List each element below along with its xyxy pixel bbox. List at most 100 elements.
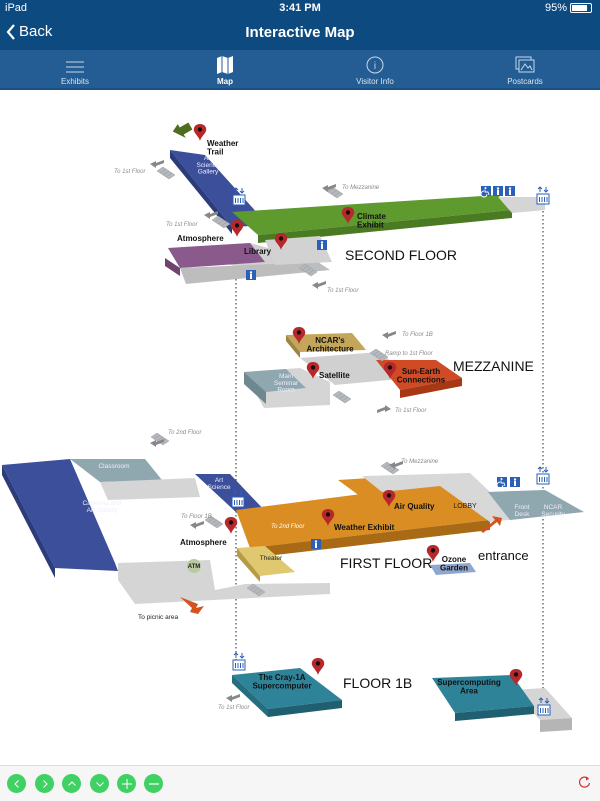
- zoom-in-button[interactable]: [117, 774, 136, 793]
- floor-label-1b: FLOOR 1B: [343, 675, 412, 691]
- back-button[interactable]: Back: [6, 23, 52, 40]
- label-line: Front: [514, 504, 529, 511]
- direction-label: To Floor 1B: [402, 332, 433, 338]
- ozone-garden[interactable]: [430, 563, 476, 575]
- stairs-icon: [156, 166, 176, 180]
- restroom-icon: [246, 270, 256, 280]
- chevron-up-icon: [67, 780, 76, 786]
- device-label: iPad: [5, 2, 28, 14]
- svg-text:Library: Library: [244, 247, 272, 256]
- battery-indicator: 95%: [545, 2, 592, 14]
- direction-label: To 1st Floor: [218, 705, 250, 711]
- room-side: [400, 378, 462, 398]
- atm-icon: [187, 559, 201, 573]
- label-line: Ozone: [442, 555, 467, 564]
- direction-label: To 1st Floor: [395, 408, 427, 414]
- svg-text:Atmosphere: Atmosphere: [177, 234, 224, 243]
- supercomputing-room[interactable]: [432, 675, 534, 713]
- chevron-right-icon: [42, 779, 48, 788]
- battery-icon: [570, 3, 592, 13]
- library-room[interactable]: [168, 243, 265, 268]
- back-label: Back: [19, 23, 53, 40]
- room-side: [286, 335, 300, 358]
- svg-text:Weather Exhibit: Weather Exhibit: [334, 523, 395, 532]
- pan-down-button[interactable]: [90, 774, 109, 793]
- sun-earth-room[interactable]: [376, 360, 462, 390]
- tab-label: Map: [217, 77, 233, 86]
- theater-room[interactable]: [237, 546, 295, 576]
- art-science-room[interactable]: [195, 474, 268, 514]
- svg-text:i: i: [374, 61, 376, 72]
- exhibit-pin-air-quality[interactable]: Air Quality: [382, 490, 435, 511]
- climate-exhibit-room[interactable]: [232, 195, 512, 235]
- status-bar: iPad 3:41 PM 95%: [0, 0, 600, 16]
- exhibit-pin-library[interactable]: Library: [244, 233, 288, 256]
- accessible-icon: [496, 476, 508, 489]
- zoom-out-button[interactable]: [144, 774, 163, 793]
- corridor: [498, 197, 545, 213]
- tab-postcards[interactable]: Postcards: [450, 50, 600, 88]
- corridor-side: [540, 718, 572, 732]
- direction-label: To 1st Floor: [166, 222, 198, 228]
- refresh-button[interactable]: [578, 775, 592, 794]
- room-side: [268, 700, 342, 717]
- label-line: Art: [215, 477, 224, 484]
- direction-label: To picnic area: [138, 614, 178, 621]
- corridor: [118, 560, 330, 604]
- svg-text:Atmosphere: Atmosphere: [180, 538, 227, 547]
- tab-exhibits[interactable]: Exhibits: [0, 50, 150, 88]
- label-line: Trail: [207, 147, 223, 156]
- security-room[interactable]: [488, 490, 584, 520]
- classroom-room[interactable]: [70, 459, 162, 482]
- cafeteria-room[interactable]: [2, 459, 118, 571]
- tab-visitor-info[interactable]: i Visitor Info: [300, 50, 450, 88]
- elevator-icon: [232, 652, 246, 671]
- label-line: Climate: [357, 212, 386, 221]
- label-line: Desk: [515, 511, 531, 518]
- restroom-icon: [510, 477, 520, 487]
- direction-label: To 2nd Floor: [271, 524, 305, 530]
- direction-label: To 1st Floor: [114, 169, 146, 175]
- svg-text:Satellite: Satellite: [319, 371, 350, 380]
- minus-icon: [148, 782, 159, 785]
- exhibit-pin-atmosphere-2[interactable]: Atmosphere: [177, 220, 244, 243]
- cray-room[interactable]: [232, 668, 342, 709]
- art-science-gallery-room[interactable]: [170, 150, 268, 227]
- label-line: Area: [460, 686, 478, 695]
- exhibit-pin-atmosphere-1[interactable]: Atmosphere: [180, 517, 238, 547]
- label-line: Connections: [397, 375, 446, 384]
- tab-bar: Exhibits Map i Visitor Info Postcards: [0, 50, 600, 90]
- exhibit-pin-satellite[interactable]: Satellite: [306, 362, 350, 380]
- restroom-icon: [505, 186, 515, 196]
- exhibit-pin-weather-exhibit[interactable]: Weather Exhibit: [321, 509, 395, 532]
- info-icon: i: [366, 56, 384, 74]
- restroom-icon: [317, 240, 327, 250]
- corridor: [512, 688, 572, 720]
- tab-map[interactable]: Map: [150, 50, 300, 88]
- label-line: Architecture: [306, 344, 354, 353]
- ncar-architecture-room[interactable]: [286, 333, 366, 352]
- pan-right-button[interactable]: [35, 774, 54, 793]
- weather-exhibit-room[interactable]: [236, 484, 490, 548]
- pan-up-button[interactable]: [62, 774, 81, 793]
- pan-left-button[interactable]: [7, 774, 26, 793]
- weather-trail-arrow: [172, 122, 193, 138]
- room-label: LOBBY: [453, 503, 477, 510]
- main-seminar-room[interactable]: [244, 369, 306, 392]
